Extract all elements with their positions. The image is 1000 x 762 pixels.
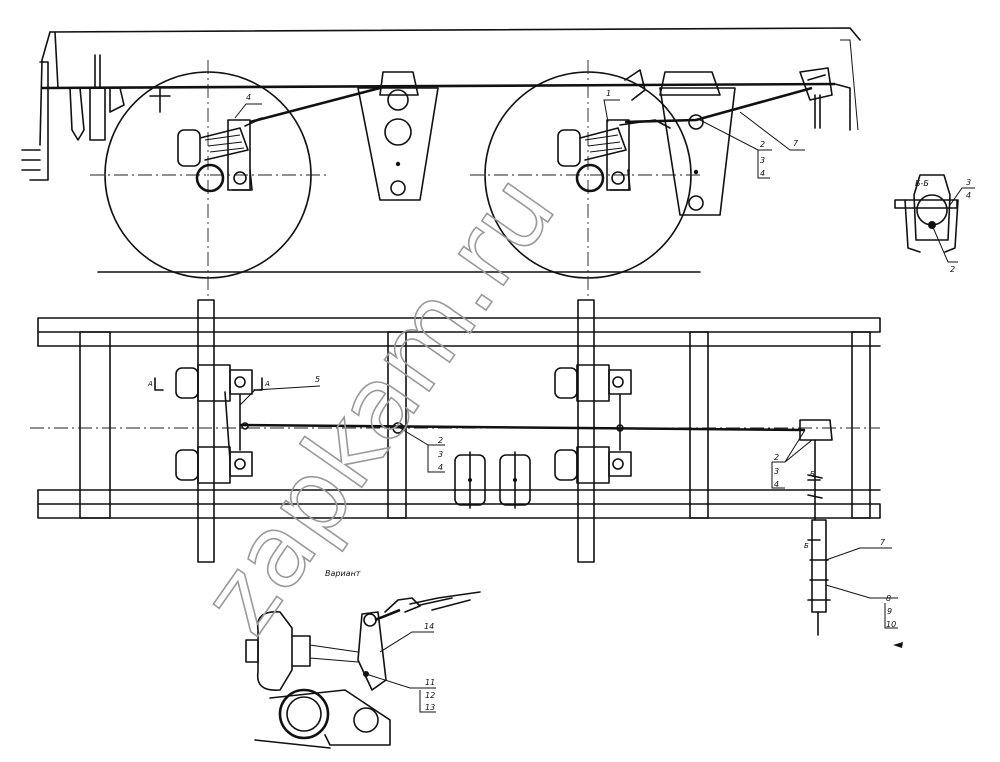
rear-spring-hanger: [659, 71, 736, 216]
callout-11-variant: 11: [425, 678, 435, 687]
left-brake-chamber: [177, 119, 253, 191]
mark-a-left: А: [147, 380, 153, 388]
callout-5-plan: 5: [315, 375, 320, 384]
plan-right-brakes: [554, 364, 632, 484]
callout-4b-side: 4: [760, 169, 765, 178]
callout-7-side: 7: [793, 139, 799, 148]
callout-3b-plan: 3: [774, 467, 779, 476]
side-view: 4 1 2 3 4 7: [21, 27, 861, 300]
plan-view: А А 5 2 3 4 2 3 4 Б Б 7 8 9 10: [30, 299, 903, 648]
callout-2-side: 2: [760, 140, 765, 149]
mark-a-right: А: [264, 380, 270, 388]
callout-3-side: 3: [760, 156, 765, 165]
callout-4b-plan: 4: [774, 480, 779, 489]
callout-2-plan: 2: [438, 436, 443, 445]
callout-14-variant: 14: [424, 622, 434, 631]
callout-4-plan: 4: [438, 463, 443, 472]
plan-left-brakes: [175, 364, 253, 484]
watermark: zapkam.ru: [179, 154, 578, 654]
left-axle-tube: [195, 163, 225, 193]
callout-4-side: 4: [246, 93, 251, 102]
middle-spring-hanger: [357, 71, 439, 201]
callout-8-plan: 8: [886, 594, 891, 603]
callout-3-section: 3: [966, 178, 971, 187]
callout-12-variant: 12: [425, 691, 435, 700]
callout-3-plan: 3: [438, 450, 443, 459]
section-b-b: Б-Б 3 4 2: [894, 174, 975, 274]
callout-1-side: 1: [606, 89, 611, 98]
callout-10-plan: 10: [886, 620, 896, 629]
variant-title: Вариант: [325, 569, 361, 578]
section-title: Б-Б: [915, 179, 929, 188]
mark-b-lower: Б: [804, 542, 809, 550]
variant-detail: Вариант 14 11 12 13: [245, 569, 481, 749]
callout-2b-plan: 2: [774, 453, 779, 462]
right-brake-chamber: [557, 69, 646, 191]
callout-4-section: 4: [966, 191, 971, 200]
right-axle-tube: [575, 163, 605, 193]
plan-mid-hangers: [454, 451, 531, 509]
plan-rear-cylinder: [811, 519, 827, 613]
callout-7-plan: 7: [880, 538, 886, 547]
callout-13-variant: 13: [425, 703, 435, 712]
mark-b-upper: Б: [810, 470, 815, 478]
callout-2-section: 2: [950, 265, 955, 274]
callout-9-plan: 9: [887, 607, 892, 616]
